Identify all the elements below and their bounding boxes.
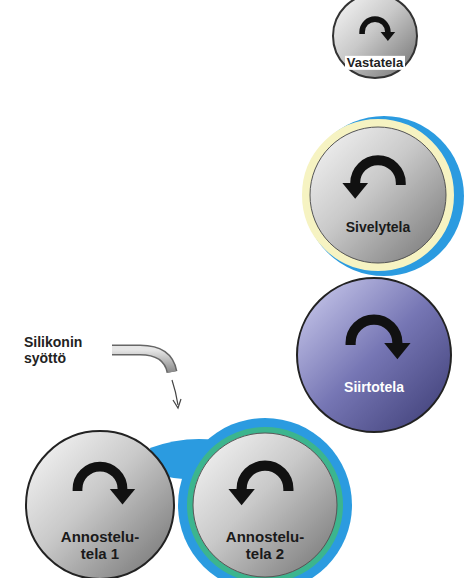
roller-name: Vastatela: [345, 56, 405, 70]
rotation-arrowhead: [342, 183, 368, 199]
feed-label: Silikonin syöttö: [24, 334, 104, 366]
rotation-arrow: [242, 466, 289, 491]
roller-body: [190, 430, 340, 578]
rotation-arrow: [362, 19, 388, 34]
roller-body: [306, 123, 450, 267]
rotation-arrowhead: [384, 343, 410, 359]
roller-body: [333, 0, 417, 78]
rotation-arrow: [78, 467, 123, 492]
roller-name: Annostelu- tela 2: [215, 529, 315, 562]
roller-name: Annostelu- tela 1: [50, 529, 150, 562]
rotation-arrowhead: [228, 489, 254, 505]
roller-circle: Siirtotela: [296, 277, 452, 433]
feed-arrow: [173, 399, 181, 408]
feed-arrow: [172, 380, 178, 405]
roller-circle: Sivelytela: [302, 119, 454, 271]
roller-name: Sivelytela: [346, 220, 411, 235]
silicone-film: [304, 116, 464, 276]
roller-name: Siirtotela: [344, 380, 404, 395]
roller-body: [297, 278, 451, 432]
feed-pipe: [112, 350, 172, 372]
roller-body: [26, 431, 174, 578]
rotation-arrow: [355, 160, 401, 185]
roller-circle: Vastatela: [332, 0, 418, 79]
rotation-arrow: [351, 320, 398, 345]
roller-shape: [302, 119, 454, 271]
roller-circle: Annostelu- tela 2: [187, 427, 343, 578]
feed-pipe: [112, 350, 172, 372]
roller-shape: [296, 277, 452, 433]
roller-circle: Annostelu- tela 1: [25, 430, 175, 578]
roller-edge: [310, 127, 446, 263]
rotation-arrowhead: [110, 489, 135, 505]
rotation-arrowhead: [381, 32, 396, 41]
roller-edge: [193, 433, 337, 577]
